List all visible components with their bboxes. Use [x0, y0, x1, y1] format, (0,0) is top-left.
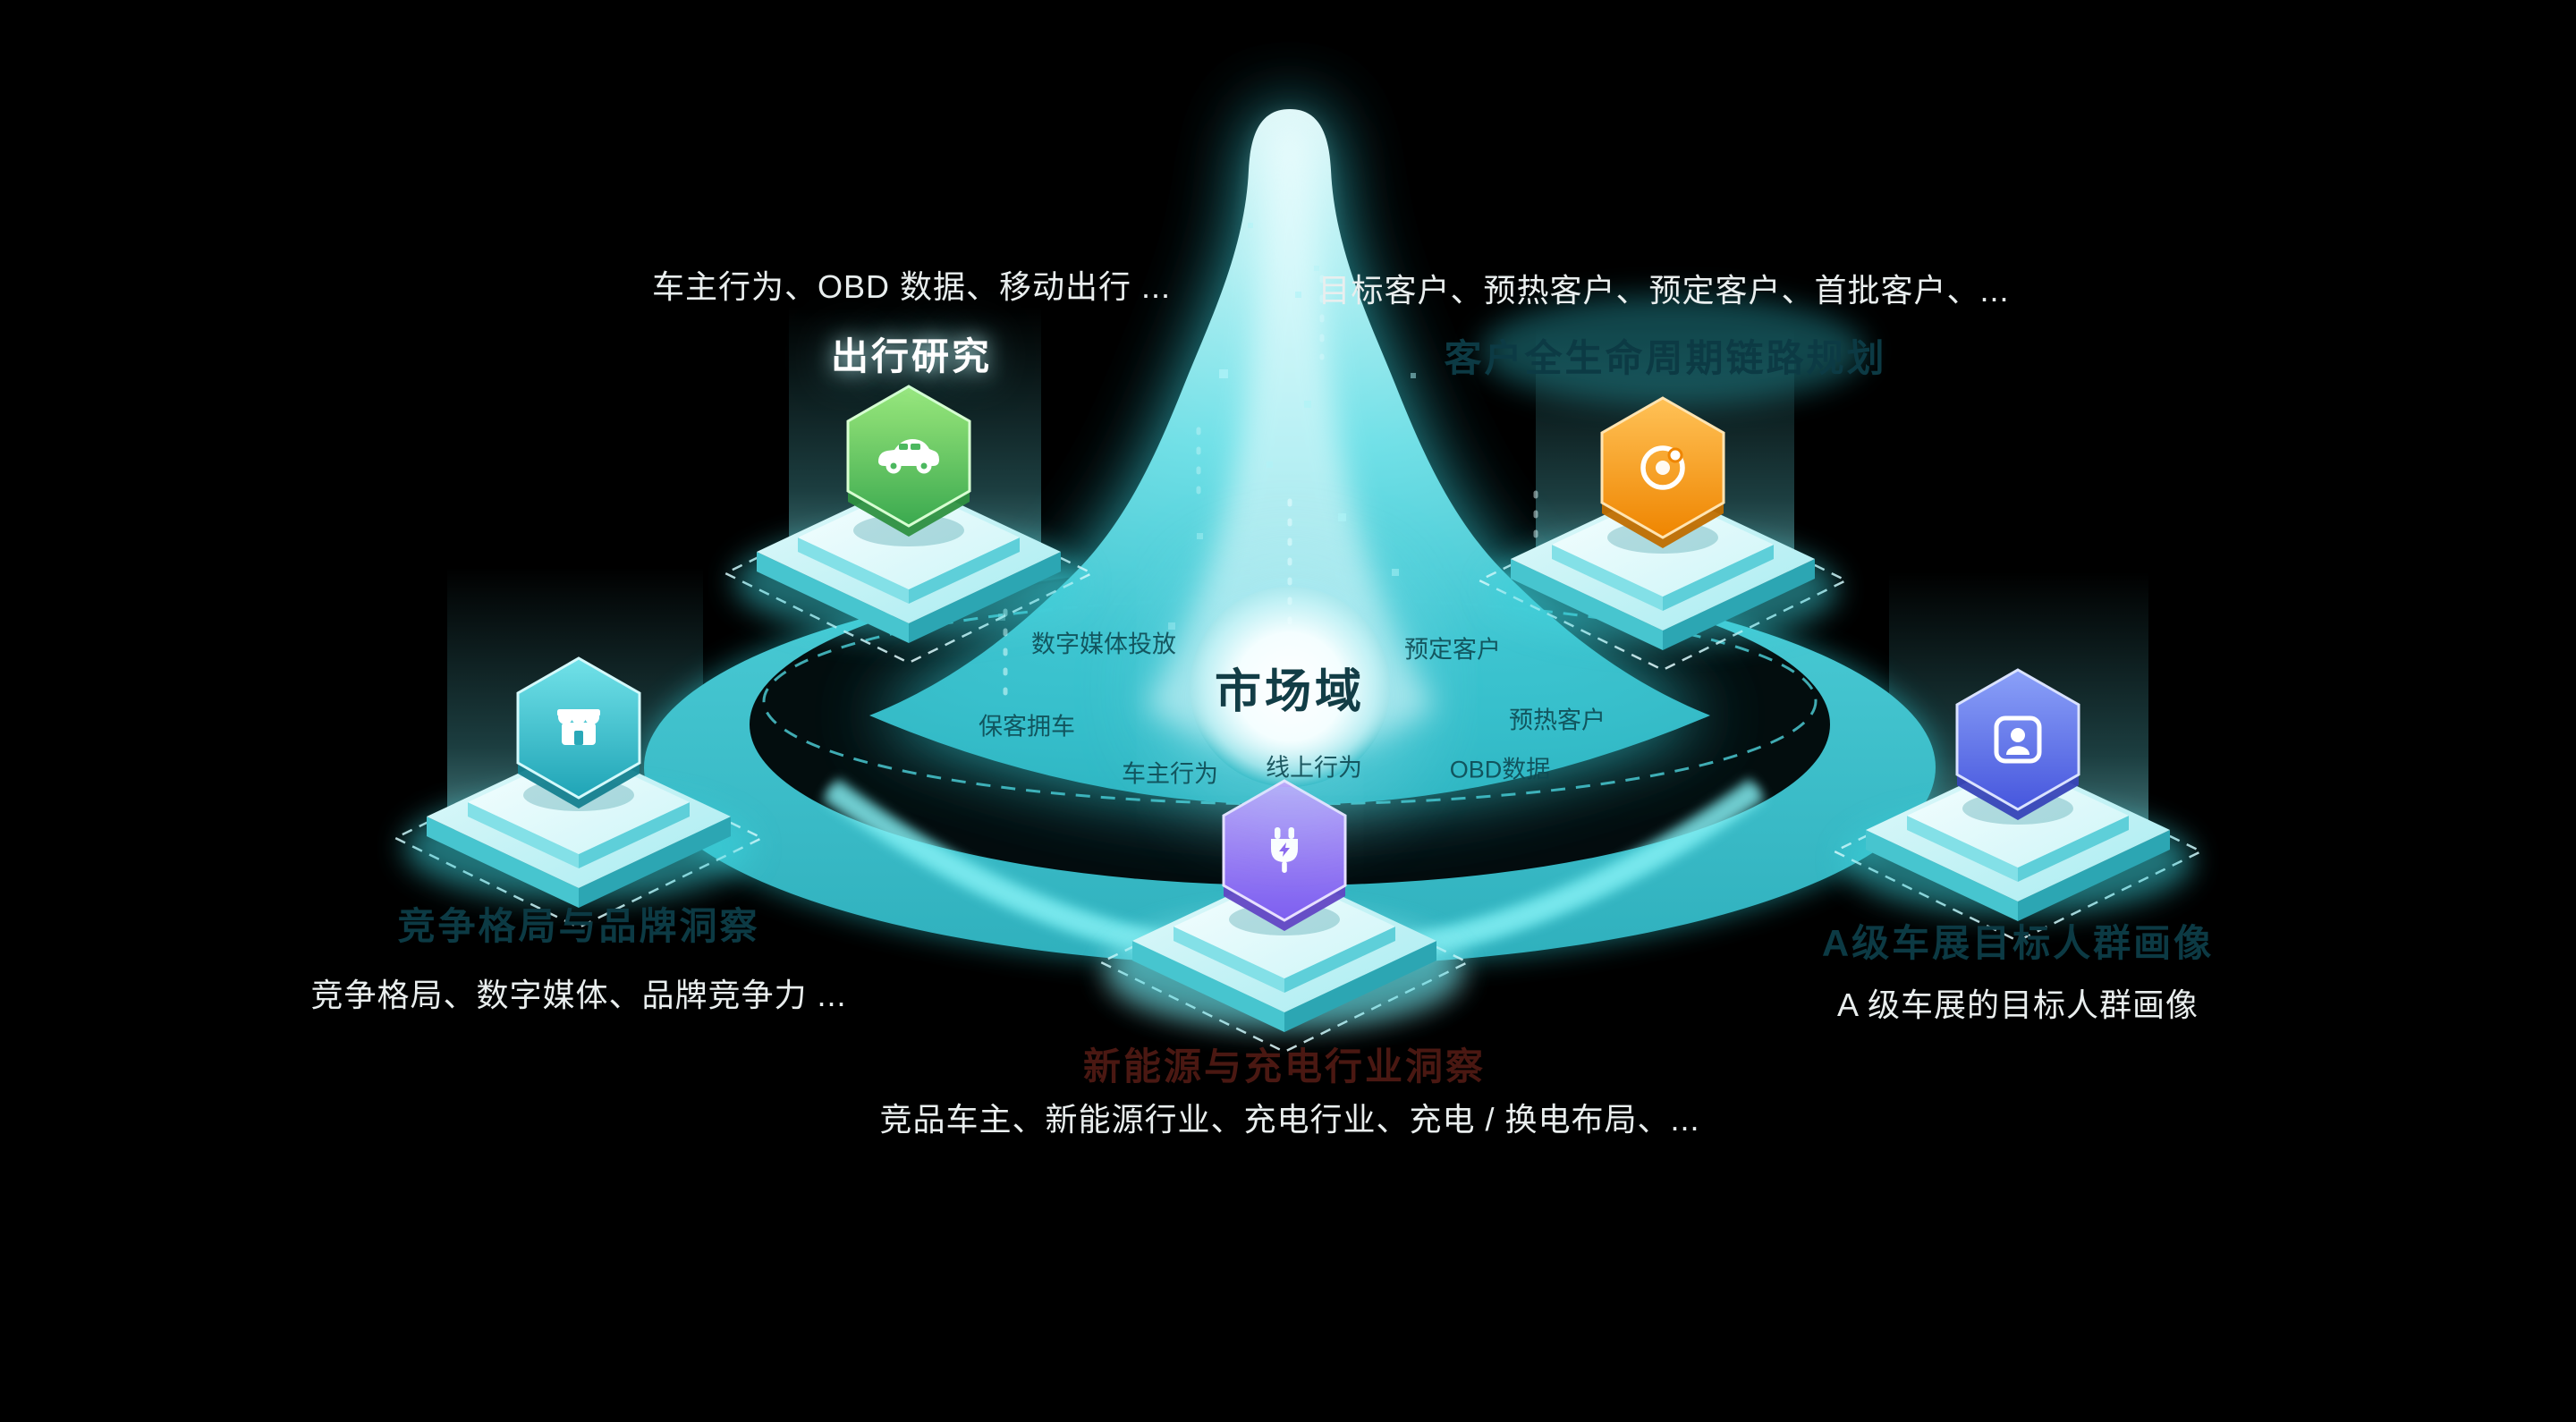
funnel-cone	[869, 109, 1710, 805]
disc-label: 车主行为	[1122, 760, 1218, 788]
car-icon	[878, 439, 939, 474]
hexagon-badge-audience	[1955, 668, 2080, 820]
disc-label: 数字媒体投放	[1031, 631, 1176, 658]
data-streams	[1003, 275, 1538, 701]
travel-title: 出行研究	[830, 335, 993, 377]
travel-subtitle: 车主行为、OBD 数据、移动出行 ...	[651, 268, 1172, 305]
orbit-icon	[1640, 445, 1685, 490]
disc-label: OBD数据	[1449, 756, 1551, 783]
platform-lifecycle	[1477, 396, 1849, 672]
competition-subtitle: 竞争格局、数字媒体、品牌竞争力 ...	[310, 977, 847, 1013]
storefront-icon	[557, 709, 600, 745]
center-label: 市场域	[1214, 665, 1365, 718]
competition-title: 竞争格局与品牌洞察	[397, 905, 760, 947]
hexagon-badge-newenergy	[1222, 779, 1347, 931]
platform-slab	[1132, 869, 1436, 1032]
lifecycle-title: 客户全生命周期链路规划	[1444, 337, 1887, 379]
lifecycle-title-glow	[1480, 295, 1865, 406]
cone-core-highlight	[1145, 125, 1435, 756]
platform-newenergy	[1098, 779, 1470, 1054]
platform-competition	[393, 656, 765, 929]
hexagon-badge-travel	[846, 385, 971, 537]
newenergy-subtitle: 竞品车主、新能源行业、充电行业、充电 / 换电布局、...	[879, 1101, 1700, 1138]
lifecycle-subtitle: 目标客户、预热客户、预定客户、首批客户、...	[1318, 272, 2010, 309]
platform-audience	[1832, 668, 2204, 943]
audience-subtitle: A 级车展的目标人群画像	[1836, 986, 2199, 1023]
platform-slab	[757, 480, 1061, 643]
disc-label: 线上行为	[1266, 754, 1362, 782]
plug-icon	[1271, 827, 1298, 873]
platform-travel	[723, 385, 1095, 664]
person-icon	[1994, 715, 2042, 764]
hexagon-badge-competition	[516, 656, 641, 808]
platform-slab	[1511, 487, 1815, 650]
newenergy-title: 新能源与充电行业洞察	[1082, 1045, 1487, 1088]
disc-label: 预热客户	[1509, 707, 1606, 734]
disc-label: 预定客户	[1404, 636, 1501, 664]
hexagon-badge-lifecycle	[1600, 396, 1725, 548]
audience-title: A级车展目标人群画像	[1821, 922, 2215, 964]
center-badge: 市场域	[1190, 587, 1390, 787]
disc-label: 保客拥车	[979, 713, 1075, 741]
